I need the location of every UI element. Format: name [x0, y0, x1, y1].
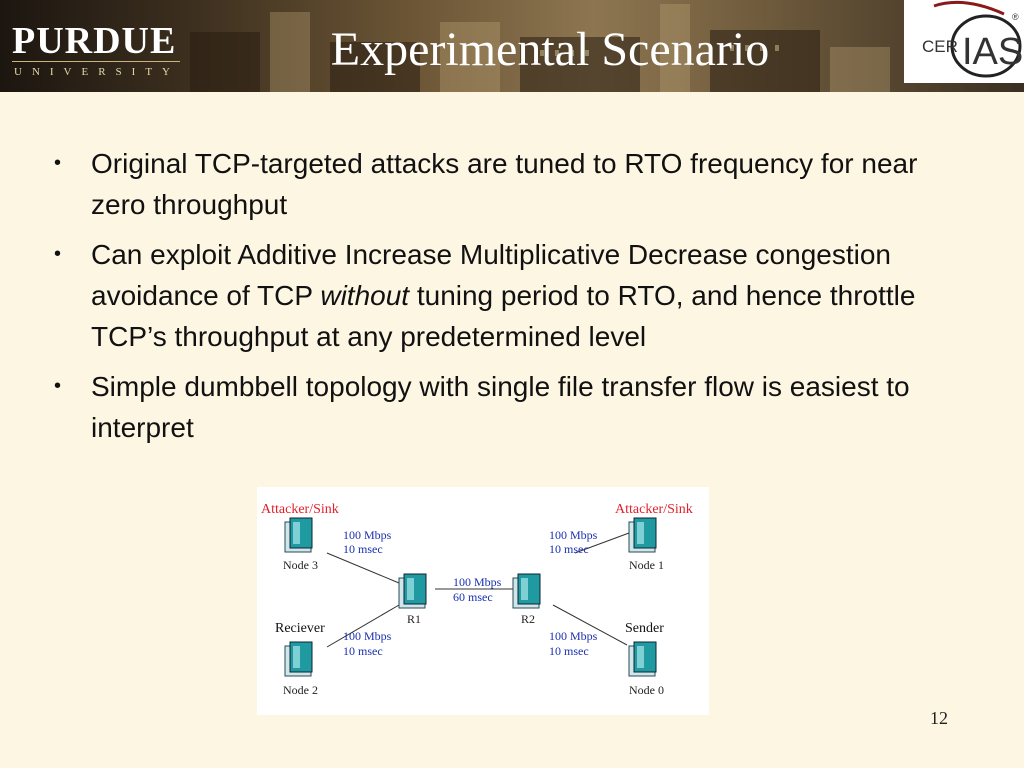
role-label-attacker-right: Attacker/Sink — [615, 502, 693, 517]
slide-title: Experimental Scenario — [330, 23, 770, 76]
dumbbell-topology-diagram: Attacker/Sink Attacker/Sink Reciever Sen… — [257, 487, 709, 715]
purdue-logo-subtitle: UNIVERSITY — [14, 66, 180, 78]
node-0-label: Node 0 — [629, 683, 664, 697]
node-2-label: Node 2 — [283, 683, 318, 697]
link-label-delay: 60 msec — [453, 590, 493, 604]
router-r2-icon — [512, 573, 541, 609]
role-label-sender: Sender — [625, 621, 664, 636]
node-3-icon — [284, 517, 313, 553]
link-label-bandwidth: 100 Mbps — [549, 528, 598, 542]
router-r1-label: R1 — [407, 612, 421, 626]
header-banner: PURDUE UNIVERSITY Experimental Scenario … — [0, 0, 1024, 92]
link-r2-n1 — [574, 532, 630, 554]
campus-building — [330, 42, 420, 92]
node-0-icon — [628, 641, 657, 677]
campus-building — [830, 47, 890, 92]
campus-building — [710, 30, 820, 92]
bullet-dot: • — [54, 243, 62, 265]
node-3-label: Node 3 — [283, 558, 318, 572]
link-r1-n2 — [326, 604, 400, 648]
link-label-bandwidth: 100 Mbps — [549, 629, 598, 643]
link-label-delay: 10 msec — [549, 644, 589, 658]
campus-building — [190, 32, 260, 92]
cerias-logo: CER IAS ® — [904, 0, 1024, 83]
bullet-dot: • — [54, 152, 62, 174]
link-label-delay: 10 msec — [549, 542, 589, 556]
router-r2-label: R2 — [521, 612, 535, 626]
logo-divider — [12, 61, 180, 62]
page-number: 12 — [930, 708, 948, 728]
link-label-delay: 10 msec — [343, 644, 383, 658]
node-1-icon — [628, 517, 657, 553]
purdue-logo-wordmark: PURDUE — [12, 20, 177, 62]
bullet-item: • Simple dumbbell topology with single f… — [50, 366, 960, 448]
role-label-receiver: Reciever — [275, 621, 325, 636]
campus-building — [520, 37, 640, 92]
svg-text:IAS: IAS — [962, 31, 1023, 73]
node-1-label: Node 1 — [629, 558, 664, 572]
svg-text:®: ® — [1012, 12, 1019, 22]
link-r2-n0 — [552, 604, 628, 646]
bullet-dot: • — [54, 375, 62, 397]
bullet-item: • Original TCP-targeted attacks are tune… — [50, 143, 960, 225]
svg-text:CER: CER — [922, 37, 958, 56]
link-label-bandwidth: 100 Mbps — [343, 528, 392, 542]
campus-building — [440, 22, 500, 92]
bullet-list: • Original TCP-targeted attacks are tune… — [50, 143, 960, 457]
link-label-delay: 10 msec — [343, 542, 383, 556]
router-r1-icon — [398, 573, 427, 609]
node-2-icon — [284, 641, 313, 677]
link-label-bandwidth: 100 Mbps — [453, 575, 502, 589]
bullet-item: • Can exploit Additive Increase Multipli… — [50, 234, 960, 357]
campus-building — [270, 12, 310, 92]
role-label-attacker-left: Attacker/Sink — [261, 502, 339, 517]
campus-tower — [660, 4, 690, 92]
link-n3-r1 — [326, 552, 400, 584]
link-label-bandwidth: 100 Mbps — [343, 629, 392, 643]
